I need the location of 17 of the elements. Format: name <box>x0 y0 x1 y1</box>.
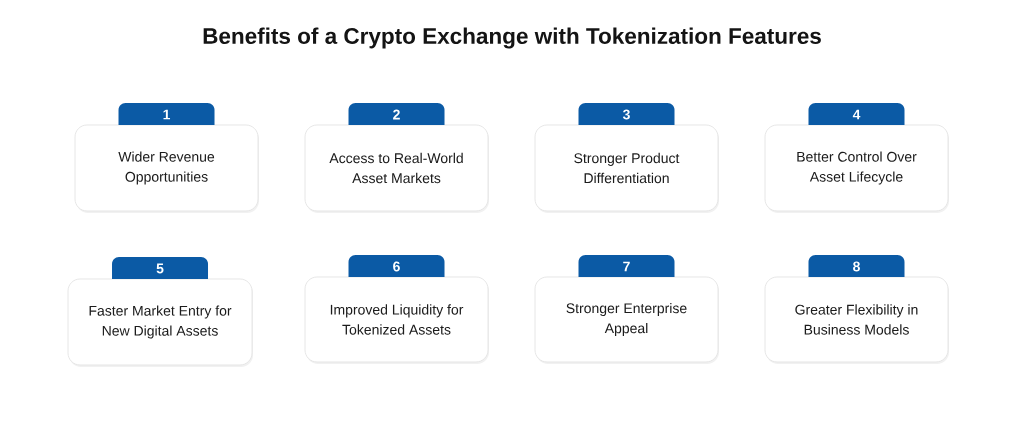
benefit-card: Wider Revenue Opportunities <box>74 124 259 213</box>
title: Benefits of a Crypto Exchange with Tokenization Features <box>203 27 821 49</box>
number-tab: 1 <box>118 103 215 125</box>
benefit-card: Improved Liquidity for Tokenized Assets <box>304 276 489 364</box>
number-tab: 3 <box>578 103 675 125</box>
number-tab: 6 <box>348 255 445 277</box>
number-tab: 8 <box>808 255 905 277</box>
benefit-card: Better Control Over Asset Lifecycle <box>764 124 949 213</box>
benefit-card: Greater Flexibility in Business Models <box>764 276 949 364</box>
number-tab: 2 <box>348 103 445 125</box>
number-tab: 7 <box>578 255 675 277</box>
number-tab: 4 <box>808 103 905 125</box>
benefit-card: Faster Market Entry for New Digital Assets <box>67 278 253 367</box>
benefit-card: Stronger Product Differentiation <box>534 124 719 213</box>
number-tab: 5 <box>112 257 208 279</box>
benefit-card: Stronger Enterprise Appeal <box>534 276 719 364</box>
benefit-card: Access to Real-World Asset Markets <box>304 124 489 213</box>
